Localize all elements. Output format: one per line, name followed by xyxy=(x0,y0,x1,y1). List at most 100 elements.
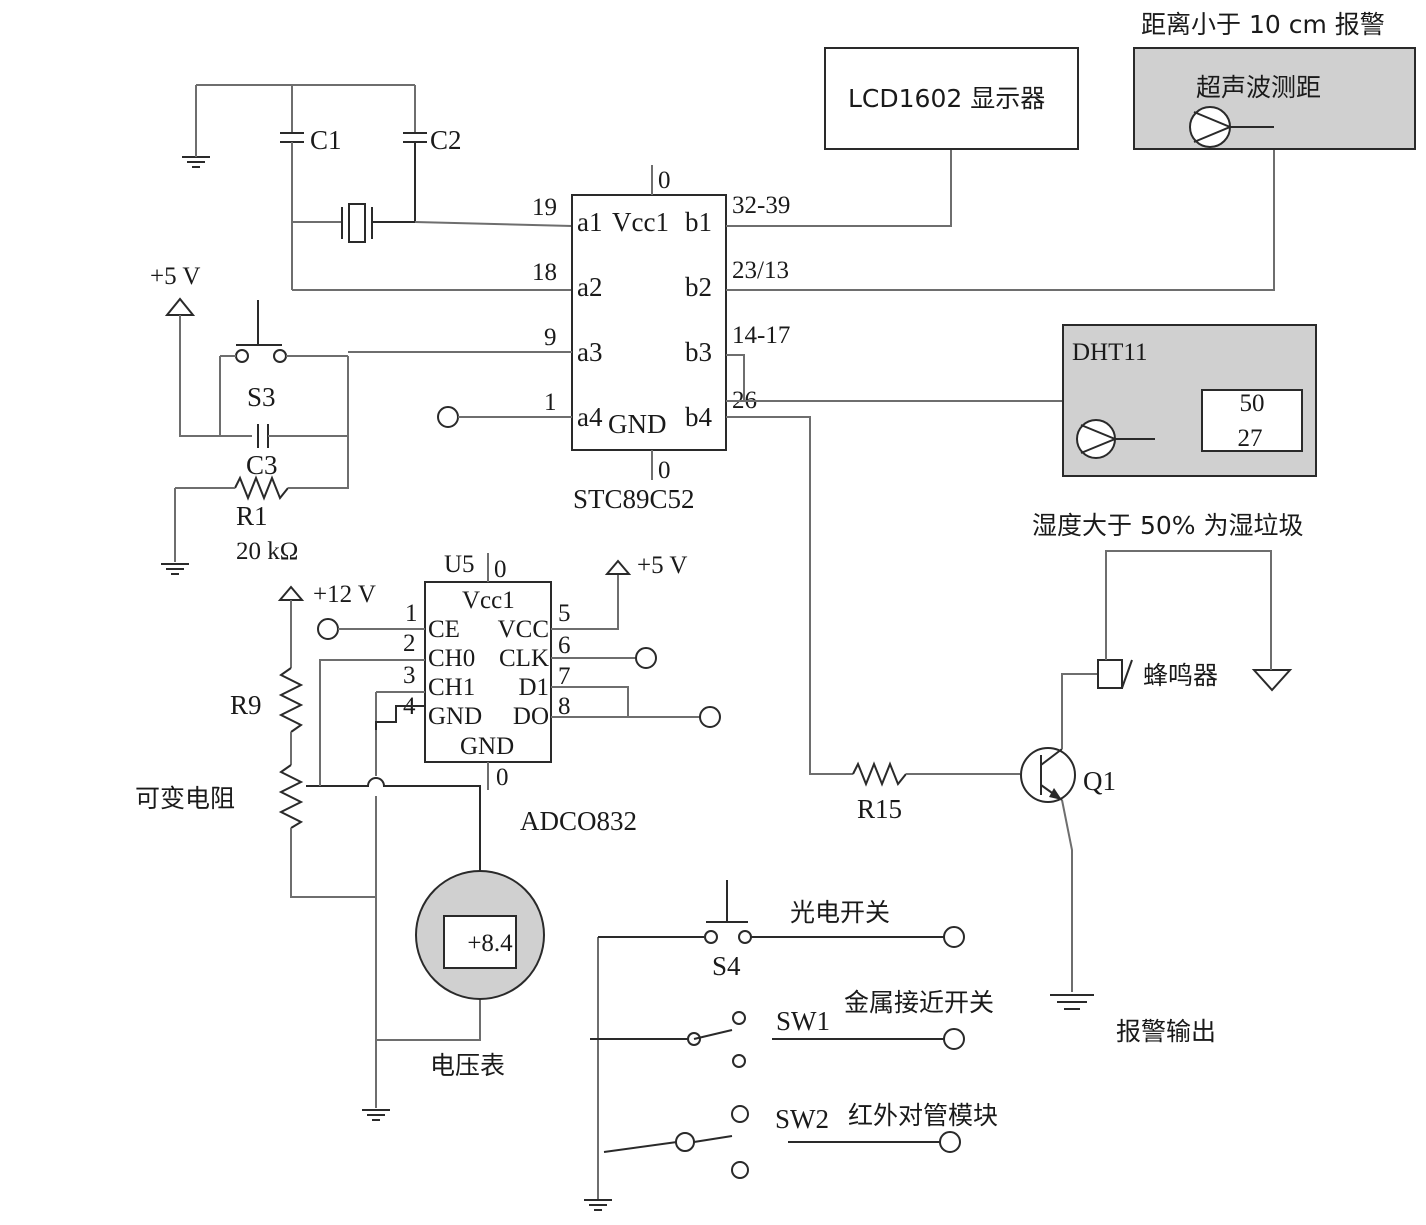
mcu-bottom-pin: 0 xyxy=(658,457,671,484)
sensor-icon xyxy=(1076,419,1155,459)
divider-supply-label: +12 V xyxy=(313,581,376,608)
adc-pin-ce: CE xyxy=(428,616,460,643)
mcu-pin-b3: b3 xyxy=(685,337,712,367)
resistor-r9 xyxy=(278,667,304,733)
pot-label: 可变电阻 xyxy=(135,784,235,813)
mcu-pin-b4: b4 xyxy=(685,402,713,432)
voltmeter: +8.4 电压表 xyxy=(415,870,545,1080)
adc-supply-label: +5 V xyxy=(637,552,687,579)
mcu-pinnum-b1: 32-39 xyxy=(732,192,790,219)
switch-sw1-desc: 金属接近开关 xyxy=(844,988,994,1017)
mcu-stc89c52: 0 0 Vcc1 GND STC89C52 a1 a2 a3 a4 19 18 … xyxy=(532,165,790,514)
switch-sw2-desc: 红外对管模块 xyxy=(848,1101,998,1130)
switch-sw1 xyxy=(590,1011,965,1068)
supply-arrow-icon xyxy=(164,297,252,437)
transistor-q1 xyxy=(1020,673,1098,992)
mcu-name: STC89C52 xyxy=(573,484,695,514)
alarm-circuit: R15 Q1 蜂鸣器 报警输出 xyxy=(852,550,1293,1046)
wire-dht11 xyxy=(726,354,1063,402)
lcd-label: LCD1602 显示器 xyxy=(848,84,1045,113)
adc-top-pin: 0 xyxy=(494,556,507,583)
ground-symbol xyxy=(1050,994,1094,1010)
c2-label: C2 xyxy=(430,125,462,155)
r15-label: R15 xyxy=(857,794,902,824)
adc-pinnum-2: 2 xyxy=(403,630,416,657)
mcu-top-pin: 0 xyxy=(658,167,671,194)
mcu-gnd-label: GND xyxy=(608,409,667,439)
switch-sw2 xyxy=(603,1105,961,1179)
ultrasonic-note: 距离小于 10 cm 报警 xyxy=(1141,10,1385,39)
voltage-divider: +12 V R9 可变电阻 xyxy=(135,581,481,1121)
mcu-pinnum-1: 1 xyxy=(544,389,557,416)
switch-s4-desc: 光电开关 xyxy=(790,898,890,927)
switch-s3-label: S3 xyxy=(247,382,276,412)
adc-vcc-label: Vcc1 xyxy=(462,587,515,614)
dht11-sensor: DHT11 50 27 湿度大于 50% 为湿垃圾 xyxy=(1032,324,1317,540)
alarm-output-label: 报警输出 xyxy=(1116,1017,1216,1046)
buzzer-icon xyxy=(1097,550,1272,689)
dht11-label: DHT11 xyxy=(1072,339,1147,366)
ground-symbol xyxy=(1251,588,1293,692)
capacitor-c3 xyxy=(257,424,348,448)
mcu-pin-a1: a1 xyxy=(577,207,602,237)
mcu-pinnum-9: 9 xyxy=(544,324,557,351)
mcu-pin-b1: b1 xyxy=(685,207,712,237)
wire-alarm xyxy=(726,416,853,775)
ultrasonic-module: 距离小于 10 cm 报警 超声波测距 xyxy=(1133,10,1416,150)
wire-adc-vcc xyxy=(551,574,619,630)
adc-pin-d1: D1 xyxy=(518,674,549,701)
mcu-pinnum-18: 18 xyxy=(532,259,557,286)
supply-arrow-icon xyxy=(604,559,632,575)
adc-pin-clk: CLK xyxy=(499,645,549,672)
reset-supply-label: +5 V xyxy=(150,263,200,290)
test-point-do xyxy=(699,706,721,728)
c3-label: C3 xyxy=(246,450,278,480)
wire-lcd xyxy=(726,149,952,227)
adc-pin-vcc: VCC xyxy=(498,616,549,643)
wire-ultrasonic xyxy=(726,149,1275,291)
buzzer-label: 蜂鸣器 xyxy=(1143,661,1218,690)
adc-ref: U5 xyxy=(444,551,475,578)
mcu-vcc-label: Vcc1 xyxy=(612,207,669,237)
r1-value: 20 kΩ xyxy=(236,538,298,565)
adc-pinnum-6: 6 xyxy=(558,632,571,659)
sensor-switches: S4 光电开关 SW1 金属接近开关 SW2 红外对管模块 xyxy=(584,880,998,1211)
sensor-icon xyxy=(1189,106,1274,148)
r9-label: R9 xyxy=(230,690,262,720)
wire-data xyxy=(551,686,700,718)
test-point-clk xyxy=(635,647,657,669)
mcu-pin-b2: b2 xyxy=(685,272,712,302)
crystal-symbol xyxy=(292,203,573,243)
adc-gnd-label: GND xyxy=(460,733,514,760)
switch-s4 xyxy=(598,880,965,948)
test-point-ce xyxy=(317,618,339,640)
adc-pin-gnd: GND xyxy=(428,703,482,730)
resistor-r1 xyxy=(161,436,349,575)
ground-symbol xyxy=(182,155,210,168)
switch-s4-label: S4 xyxy=(712,951,741,981)
q1-label: Q1 xyxy=(1083,766,1116,796)
adc-pinnum-8: 8 xyxy=(558,693,571,720)
dht11-note: 湿度大于 50% 为湿垃圾 xyxy=(1032,511,1303,540)
ultrasonic-title: 超声波测距 xyxy=(1196,73,1321,102)
test-point-a4 xyxy=(437,406,459,428)
capacitor-c1 xyxy=(280,132,304,290)
mcu-pinnum-19: 19 xyxy=(532,194,557,221)
potentiometer xyxy=(278,764,481,885)
adc-adco832: U5 0 0 Vcc1 GND ADCO832 CE CH0 CH1 GND 1… xyxy=(403,551,637,836)
adc-pinnum-7: 7 xyxy=(558,663,571,690)
adc-pin-do: DO xyxy=(513,703,549,730)
voltmeter-reading: +8.4 xyxy=(467,930,513,957)
c1-label: C1 xyxy=(310,125,342,155)
resistor-r15 xyxy=(852,761,1020,787)
adc-pinnum-3: 3 xyxy=(403,662,416,689)
mcu-pinnum-b2: 23/13 xyxy=(732,257,789,284)
adc-bottom-pin: 0 xyxy=(496,764,509,791)
adc-pinnum-5: 5 xyxy=(558,600,571,627)
switch-sw1-label: SW1 xyxy=(776,1006,830,1036)
adc-pin-ch0: CH0 xyxy=(428,645,475,672)
oscillator-circuit: C1 C2 xyxy=(182,84,573,291)
mcu-pinnum-b3: 14-17 xyxy=(732,322,790,349)
mcu-pin-a2: a2 xyxy=(577,272,602,302)
